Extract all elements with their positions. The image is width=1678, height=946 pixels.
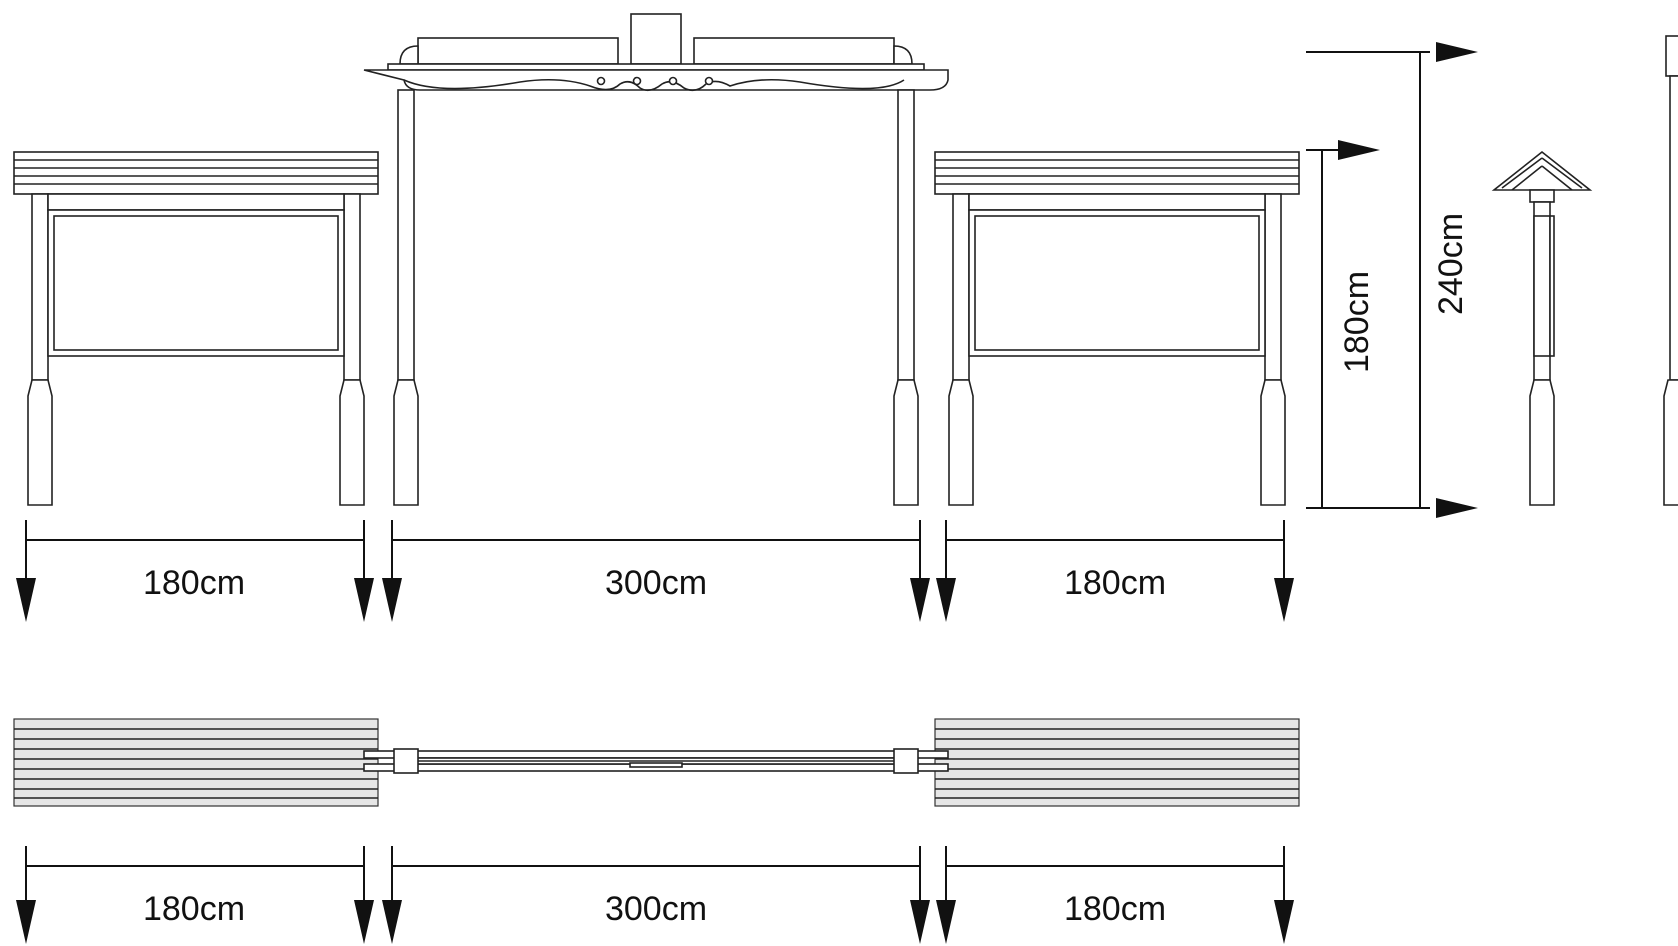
plan-right-width-label: 180cm	[1064, 890, 1166, 928]
front-left-width-label: 180cm	[143, 564, 245, 602]
center-arch-elevation	[363, 13, 949, 506]
plan-left-width-label: 180cm	[143, 890, 245, 928]
plan-center-width-label: 300cm	[605, 890, 707, 928]
partial-side-view	[1663, 35, 1678, 506]
front-width-dimensions	[16, 520, 1294, 622]
right-notice-board-elevation	[934, 151, 1300, 506]
plan-width-dimensions	[16, 846, 1294, 944]
height-dimensions	[1306, 42, 1478, 518]
front-center-width-label: 300cm	[605, 564, 707, 602]
side-elevation	[1491, 150, 1593, 506]
board-height-label: 180cm	[1338, 271, 1376, 373]
left-notice-board-elevation	[13, 151, 379, 506]
front-right-width-label: 180cm	[1064, 564, 1166, 602]
arch-height-label: 240cm	[1432, 213, 1470, 315]
plan-view	[13, 718, 1300, 807]
